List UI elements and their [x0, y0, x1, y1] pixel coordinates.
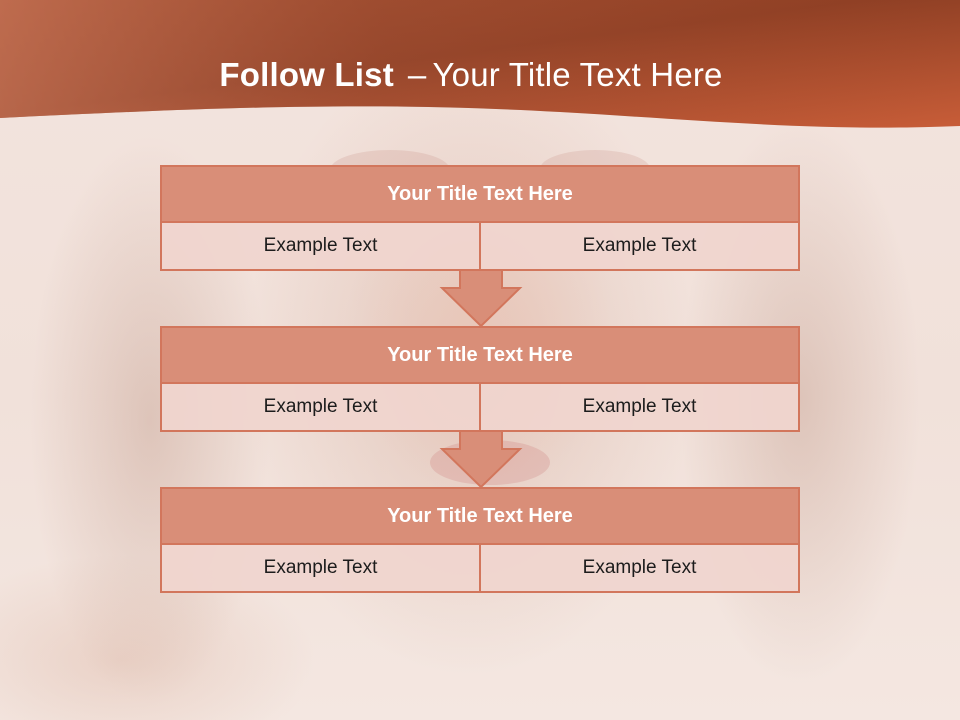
step-row-1: Example Text Example Text [162, 223, 798, 269]
slide-title: Follow List–Your Title Text Here [0, 56, 942, 94]
arrow-down-icon [438, 268, 524, 330]
step-1-right-cell: Example Text [479, 223, 798, 269]
step-box-1: Your Title Text Here Example Text Exampl… [160, 165, 800, 271]
step-1-left-cell: Example Text [162, 223, 479, 269]
step-box-2: Your Title Text Here Example Text Exampl… [160, 326, 800, 432]
step-row-3: Example Text Example Text [162, 545, 798, 591]
step-3-right-cell: Example Text [479, 545, 798, 591]
step-3-left-cell: Example Text [162, 545, 479, 591]
step-title-3: Your Title Text Here [162, 489, 798, 545]
slide-title-separator: – [407, 56, 427, 93]
step-box-3: Your Title Text Here Example Text Exampl… [160, 487, 800, 593]
slide-title-rest: Your Title Text Here [432, 56, 723, 93]
step-2-left-cell: Example Text [162, 384, 479, 430]
header-banner [0, 0, 960, 140]
step-title-2: Your Title Text Here [162, 328, 798, 384]
slide-title-bold: Follow List [219, 56, 394, 93]
step-row-2: Example Text Example Text [162, 384, 798, 430]
step-2-right-cell: Example Text [479, 384, 798, 430]
step-title-1: Your Title Text Here [162, 167, 798, 223]
arrow-down-icon [438, 429, 524, 491]
